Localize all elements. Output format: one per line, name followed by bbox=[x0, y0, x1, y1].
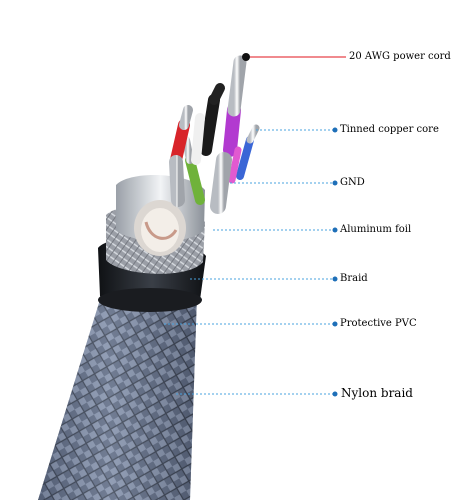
label-power-cord: 20 AWG power cord bbox=[349, 51, 451, 62]
label-gnd: GND bbox=[340, 177, 365, 188]
label-tinned-copper-core: Tinned copper core bbox=[340, 124, 439, 135]
inner-conductors bbox=[169, 55, 260, 214]
label-aluminum-foil: Aluminum foil bbox=[340, 224, 412, 235]
label-braid: Braid bbox=[340, 273, 368, 284]
nylon-braid-jacket bbox=[38, 290, 197, 500]
label-protective-pvc: Protective PVC bbox=[340, 318, 417, 329]
label-nylon-braid: Nylon braid bbox=[341, 386, 413, 400]
power-cord-dot bbox=[242, 53, 250, 61]
leader-lines bbox=[164, 53, 346, 397]
shielded-pair bbox=[134, 200, 186, 256]
